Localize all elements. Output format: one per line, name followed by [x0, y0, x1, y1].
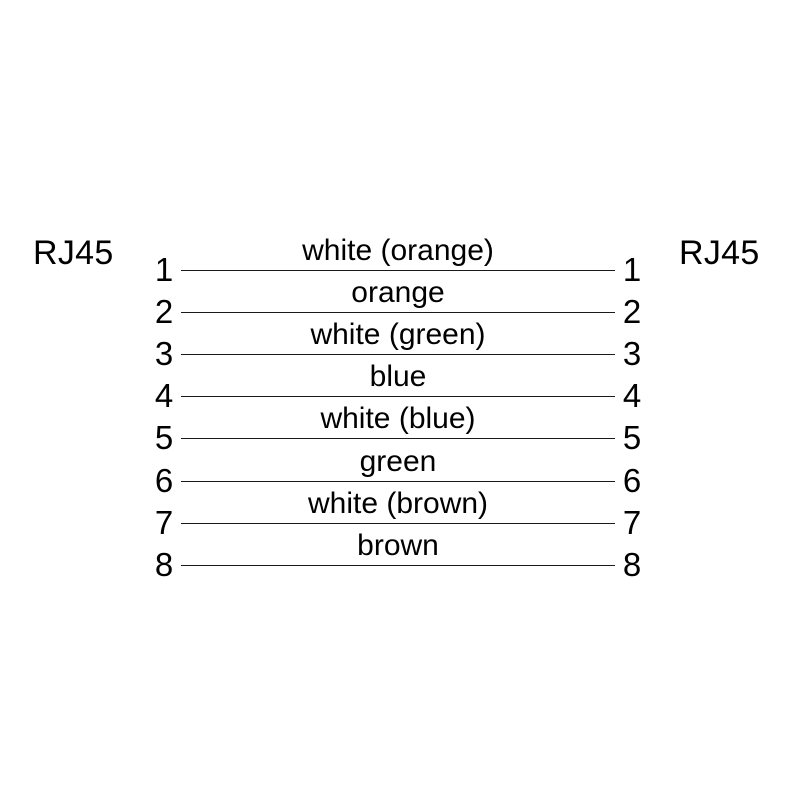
wire-color-label: orange [351, 276, 445, 309]
wire-color-label: white (orange) [302, 234, 494, 267]
wire-color-label: white (brown) [307, 487, 489, 520]
wire-line [181, 481, 615, 482]
wire-color-label: white (blue) [320, 402, 476, 435]
wire-line [181, 354, 615, 355]
pin-number-right: 2 [622, 293, 642, 330]
wire-color-label: green [359, 445, 437, 478]
pin-number-right: 6 [622, 462, 642, 499]
wire-line [181, 523, 615, 524]
pin-number-left: 6 [154, 462, 174, 499]
connector-label-right: RJ45 [679, 234, 760, 272]
pin-number-right: 1 [622, 251, 642, 288]
pin-number-left: 8 [154, 546, 174, 583]
wire-line [181, 438, 615, 439]
wire-line [181, 565, 615, 566]
pin-number-left: 5 [154, 419, 174, 456]
wire-line [181, 270, 615, 271]
wire-color-label: brown [357, 529, 439, 562]
connector-label-left: RJ45 [33, 234, 114, 272]
wire-color-label: white (green) [310, 318, 486, 351]
pin-number-left: 1 [154, 251, 174, 288]
pin-number-right: 3 [622, 335, 642, 372]
wire-line [181, 396, 615, 397]
pin-number-left: 4 [154, 377, 174, 414]
pin-number-left: 3 [154, 335, 174, 372]
pin-number-left: 7 [154, 504, 174, 541]
pin-number-left: 2 [154, 293, 174, 330]
pin-number-right: 8 [622, 546, 642, 583]
wire-line [181, 312, 615, 313]
pin-number-right: 7 [622, 504, 642, 541]
pin-number-right: 5 [622, 419, 642, 456]
pin-number-right: 4 [622, 377, 642, 414]
wire-color-label: blue [369, 360, 427, 393]
